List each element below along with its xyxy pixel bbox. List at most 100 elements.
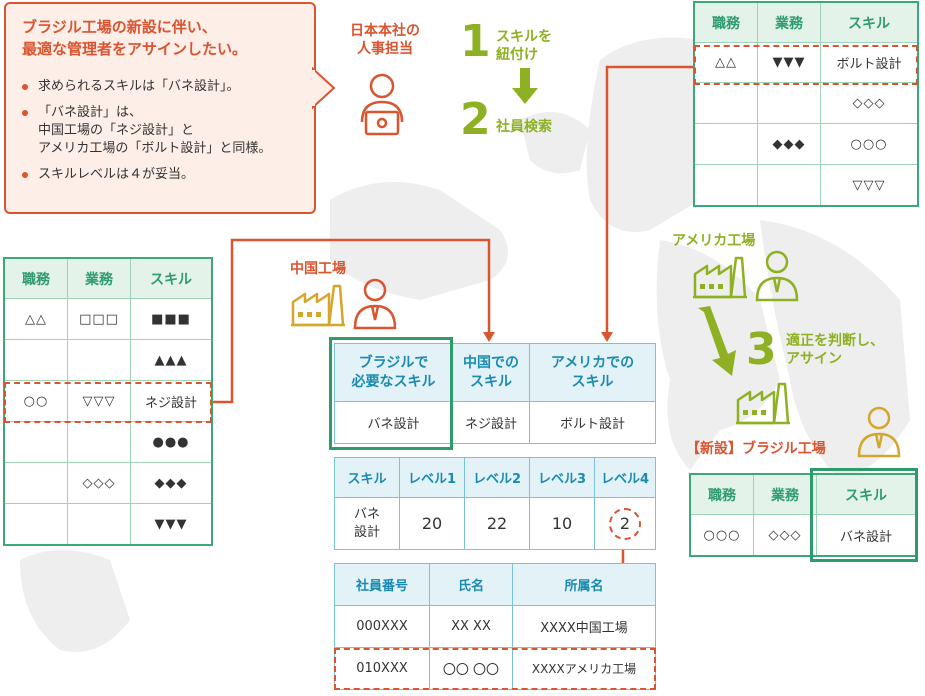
cell-role: [4, 339, 68, 381]
step2-number: 2: [460, 94, 491, 145]
cell-role: ○○: [4, 380, 68, 422]
table-row: 010XXX 〇〇 〇〇 XXXXアメリカ工場: [334, 647, 656, 690]
level-value: 10: [529, 497, 595, 550]
step1-label-line: 紐付け: [496, 47, 538, 63]
cell-skill: ◆◆◆: [130, 462, 212, 504]
table-row: 000XXX XX XX XXXX中国工場: [334, 605, 656, 648]
callout-pointer-icon: [312, 66, 336, 110]
level-header: レベル1: [399, 457, 465, 498]
cell-role: △△: [694, 42, 758, 83]
bullet-item: 「バネ設計」は、 中国工場の「ネジ設計」と アメリカ工場の「ボルト設計」と同様。: [20, 104, 312, 158]
cell-role: [694, 164, 758, 206]
brazil-prefix: 【新設】: [686, 441, 742, 457]
table-row: ▽▽▽: [694, 164, 918, 206]
cell-task: [757, 82, 821, 124]
level-value: 22: [464, 497, 530, 550]
china-skill-table: 職務 業務 スキル △△ □□□ ■■■ ▲▲▲ ○○ ▽▽▽ ネジ設計 ●●●…: [3, 257, 213, 546]
step3-label-line: 適正を判断し、: [786, 333, 884, 349]
cell-skill: ボルト設計: [820, 42, 918, 83]
mapping-header-line: ブラジルで: [358, 354, 429, 371]
factory-icon: [736, 382, 790, 425]
skill-level-table: スキル レベル1 レベル2 レベル3 レベル4 バネ 設計 20 22 10 2: [334, 457, 656, 550]
bullet-text: アメリカ工場の「ボルト設計」と同様。: [38, 141, 272, 156]
person-laptop-icon: [360, 73, 404, 136]
cell-role: ○○○: [690, 514, 754, 556]
mapping-header-line: 中国での: [463, 354, 519, 371]
mapping-header-line: 必要なスキル: [351, 373, 436, 390]
table-row: ◇◇◇ ◆◆◆: [4, 462, 212, 504]
level-header: レベル2: [464, 457, 530, 498]
table-row: ◆◆◆ ○○○: [694, 123, 918, 165]
bullet-text: 「バネ設計」は、: [38, 105, 143, 120]
table-row: ▼▼▼: [4, 503, 212, 545]
employee-name: 〇〇 〇〇: [429, 647, 513, 690]
table-row: ○○○ ◇◇◇ バネ設計: [690, 514, 916, 556]
cell-skill: ▽▽▽: [820, 164, 918, 206]
cell-role: [4, 421, 68, 463]
cell-task: [67, 339, 131, 381]
step1-label-line: スキルを: [496, 29, 552, 45]
cell-task: ◆◆◆: [757, 123, 821, 165]
bullet-item: スキルレベルは４が妥当。: [20, 166, 312, 184]
bullet-icon: [22, 172, 28, 178]
header-task: 業務: [757, 2, 821, 43]
mapping-header-america: アメリカでの スキル: [529, 343, 656, 402]
person-icon: [755, 250, 799, 302]
cell-skill: ●●●: [130, 421, 212, 463]
table-row: ○○ ▽▽▽ ネジ設計: [4, 380, 212, 422]
table-row: △△ ▼▼▼ ボルト設計: [694, 42, 918, 83]
factory-icon: [693, 256, 747, 299]
cell-skill: ■■■: [130, 298, 212, 340]
bullet-item: 求められるスキルは「バネ設計」。: [20, 78, 312, 96]
step3-label: 適正を判断し、 アサイン: [786, 332, 884, 368]
cell-task: [67, 503, 131, 545]
table-row: ●●●: [4, 421, 212, 463]
cell-role: △△: [4, 298, 68, 340]
step1-label: スキルを 紐付け: [496, 28, 552, 64]
step3-label-line: アサイン: [786, 351, 842, 367]
table-row: ◇◇◇: [694, 82, 918, 124]
cell-skill: ○○○: [820, 123, 918, 165]
level-skill-line: バネ: [353, 506, 380, 522]
callout-title: ブラジル工場の新設に伴い、 最適な管理者をアサインしたい。: [22, 16, 312, 60]
level-skill: バネ 設計: [334, 497, 400, 550]
employee-dept: XXXX中国工場: [512, 605, 656, 648]
level-value-highlighted: 2: [594, 497, 656, 550]
brazil-skill-table: 職務 業務 スキル ○○○ ◇◇◇ バネ設計: [689, 473, 917, 557]
table-row: バネ設計 ネジ設計 ボルト設計: [334, 401, 656, 444]
level-value: 20: [399, 497, 465, 550]
cell-skill: バネ設計: [816, 514, 916, 556]
employee-dept: XXXXアメリカ工場: [512, 647, 656, 690]
table-row: バネ 設計 20 22 10 2: [334, 497, 656, 550]
brazil-factory-label: 【新設】ブラジル工場: [686, 438, 826, 458]
america-factory-label: アメリカ工場: [672, 233, 756, 249]
cell-role: [4, 503, 68, 545]
arrow-down-icon: [512, 68, 538, 104]
bullet-text: スキルレベルは４が妥当。: [38, 167, 195, 182]
mapping-value-brazil: バネ設計: [334, 401, 453, 444]
employee-id: 000XXX: [334, 605, 430, 648]
person-icon: [857, 406, 901, 458]
header-role: 職務: [694, 2, 758, 43]
cell-skill: ネジ設計: [130, 380, 212, 422]
employee-header-id: 社員番号: [334, 563, 430, 606]
cell-skill: ▼▼▼: [130, 503, 212, 545]
cell-task: ◇◇◇: [67, 462, 131, 504]
callout-title-line: ブラジル工場の新設に伴い、: [22, 18, 217, 36]
header-task: 業務: [67, 258, 131, 299]
callout-title-line: 最適な管理者をアサインしたい。: [22, 40, 248, 58]
cell-task: ▽▽▽: [67, 380, 131, 422]
bullet-icon: [22, 84, 28, 90]
cell-skill: ▲▲▲: [130, 339, 212, 381]
cell-role: [4, 462, 68, 504]
mapping-header-brazil: ブラジルで 必要なスキル: [334, 343, 453, 402]
step1-number: 1: [460, 16, 491, 67]
table-row: ▲▲▲: [4, 339, 212, 381]
factory-icon: [291, 284, 345, 327]
requirement-callout: ブラジル工場の新設に伴い、 最適な管理者をアサインしたい。 求められるスキルは「…: [4, 2, 316, 214]
cell-skill: ◇◇◇: [820, 82, 918, 124]
hq-label-line: 日本本社の: [350, 23, 420, 39]
cell-role: [694, 82, 758, 124]
cell-role: [694, 123, 758, 165]
arrow-diagonal-icon: [698, 306, 736, 376]
